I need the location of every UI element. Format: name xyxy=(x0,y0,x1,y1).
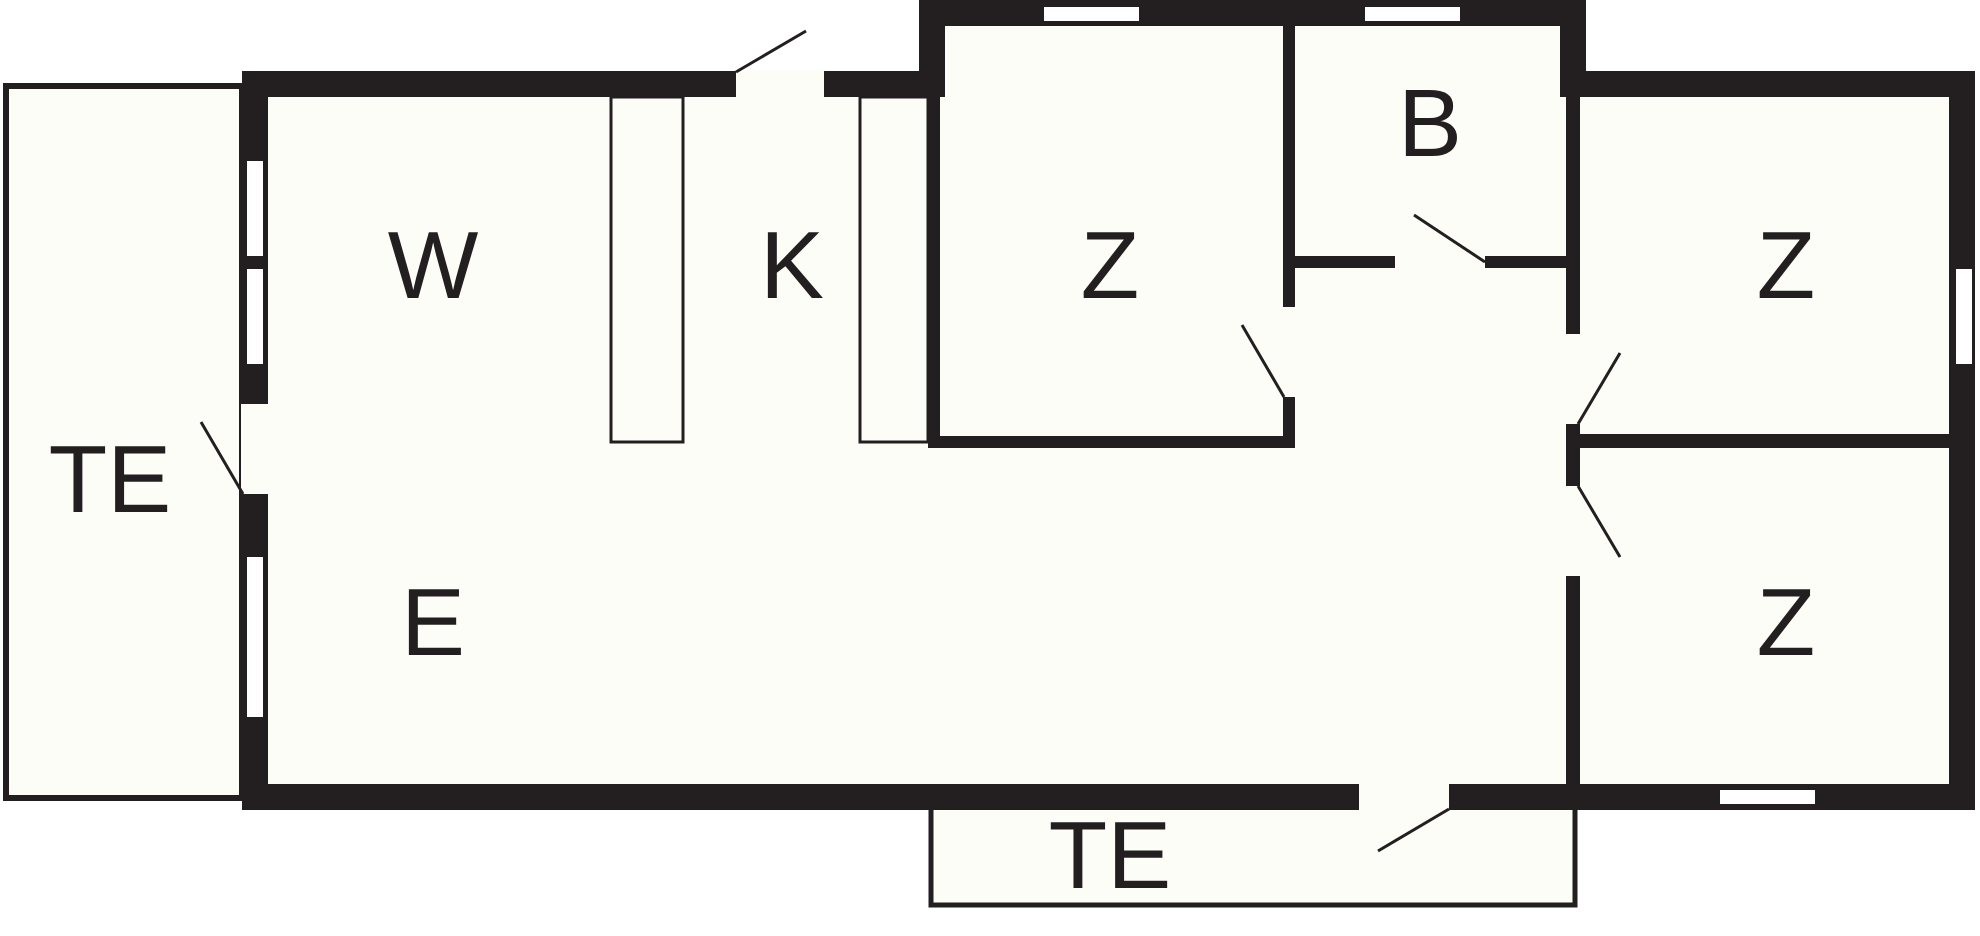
room-label-bathroom: B xyxy=(1398,70,1462,177)
room-label-living: W xyxy=(388,212,479,319)
door-swings xyxy=(199,29,1622,853)
door-openings xyxy=(241,70,1582,811)
room-label-entrance: E xyxy=(401,569,465,676)
terrace-bottom-area xyxy=(928,797,1578,908)
kitchen-counters xyxy=(609,95,930,444)
room-label-terrace-bottom: TE xyxy=(1049,802,1172,909)
room-label-kitchen: K xyxy=(760,212,824,319)
room-label-bedroom-top-right: Z xyxy=(1757,212,1816,319)
room-label-terrace-left: TE xyxy=(49,426,172,533)
room-label-bedroom-top-middle: Z xyxy=(1081,212,1140,319)
windows xyxy=(245,5,1974,806)
room-labels: TE W K E Z B Z Z TE xyxy=(49,70,1816,909)
interior-walls xyxy=(928,20,1962,797)
room-label-bedroom-bottom-right: Z xyxy=(1757,569,1816,676)
main-outer-walls xyxy=(242,0,1975,810)
terrace-left-area xyxy=(3,83,245,801)
